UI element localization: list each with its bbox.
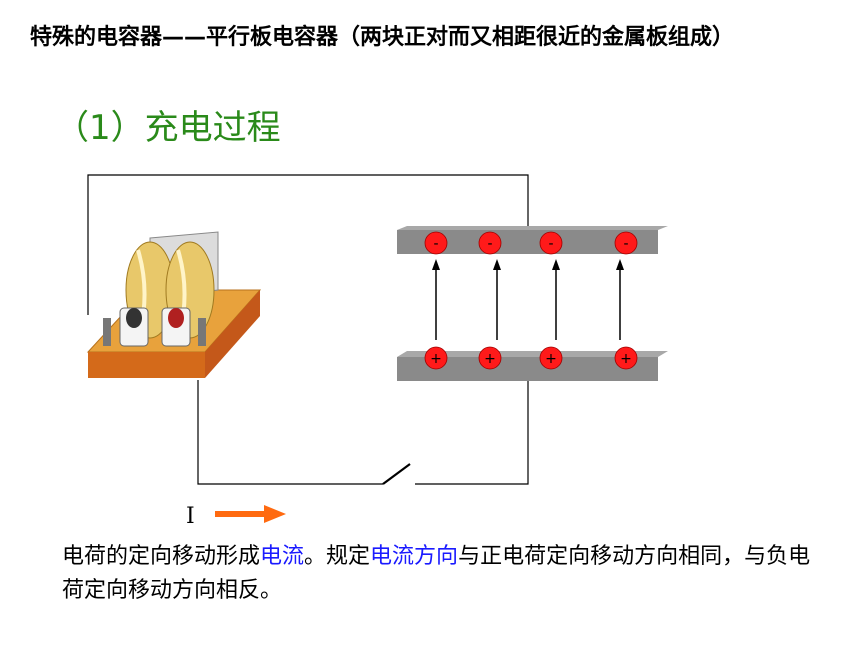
negative-charge-4: -	[614, 231, 638, 255]
intro-text: 特殊的电容器——平行板电容器（两块正对而又相距很近的金属板组成）	[30, 25, 735, 50]
field-arrow-4	[616, 259, 624, 340]
section-heading: （1）充电过程	[55, 108, 281, 148]
plate-bottom-edge	[397, 351, 668, 357]
plate-top-face	[397, 230, 658, 254]
current-label: I	[186, 504, 195, 529]
plate-bottom-face	[397, 357, 658, 381]
source-base-front	[88, 352, 205, 378]
switch-blade	[382, 463, 411, 485]
field-arrow-3	[552, 259, 560, 340]
term-current-direction: 电流方向	[370, 544, 459, 569]
negative-charge-3-sign: -	[548, 236, 553, 252]
plate-top-edge	[397, 226, 668, 230]
negative-charge-3: -	[539, 231, 563, 255]
wire-bottom-right	[415, 380, 529, 485]
current-arrow-head	[264, 505, 286, 523]
negative-charge-1: -	[424, 231, 448, 255]
capacitor	[397, 226, 668, 381]
explanation-part1: 电荷的定向移动形成	[62, 544, 261, 569]
positive-charge-2-sign: +	[484, 351, 496, 367]
negative-charge-2-sign: -	[487, 236, 492, 252]
wire-bottom	[197, 380, 383, 485]
field-arrows	[432, 259, 624, 340]
positive-charge-1: +	[424, 346, 448, 370]
negative-charge-4-sign: -	[623, 236, 628, 252]
charges-layer: - - - - + + + +	[424, 231, 638, 370]
source-base-side	[205, 290, 260, 378]
switch	[382, 463, 411, 485]
current-indicator: I	[186, 504, 286, 529]
positive-charge-4-sign: +	[620, 351, 632, 367]
positive-charge-3-sign: +	[545, 351, 557, 367]
field-arrow-1	[432, 259, 440, 340]
power-source-illustration	[86, 231, 262, 378]
explanation-part2: 。规定	[304, 544, 371, 569]
explanation-text: 电荷的定向移动形成电流。规定电流方向与正电荷定向移动方向相同，与负电荷定向移动方…	[62, 540, 832, 608]
positive-charge-3: +	[539, 346, 563, 370]
negative-charge-1-sign: -	[433, 236, 438, 252]
explanation-part3: 与正电荷定向移动方向相同，与负电荷定向移动方向相反。	[62, 544, 811, 603]
negative-charge-2: -	[478, 231, 502, 255]
term-current: 电流	[260, 544, 305, 569]
terminal-left	[103, 318, 111, 346]
field-arrow-2	[493, 259, 501, 340]
wire-top	[87, 174, 529, 315]
positive-charge-2: +	[478, 346, 502, 370]
positive-charge-4: +	[614, 346, 638, 370]
circuit-wires	[87, 174, 529, 485]
terminal-right	[198, 318, 206, 346]
positive-charge-1-sign: +	[430, 351, 442, 367]
